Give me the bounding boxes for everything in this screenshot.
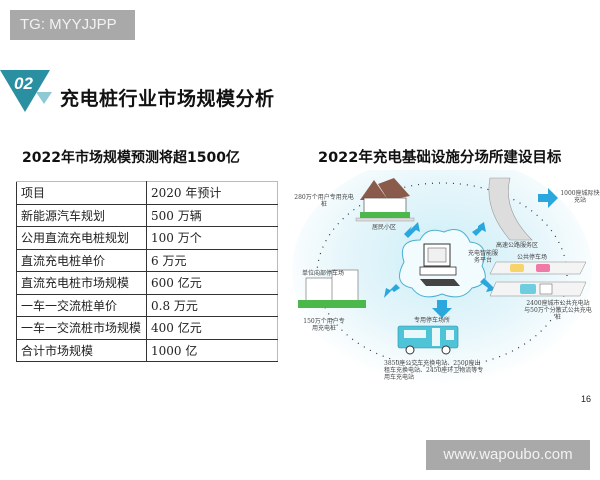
- label-public-parking: 公共停车场: [516, 254, 547, 261]
- section-number: 02: [14, 74, 33, 93]
- label-residential: 居民小区: [371, 224, 396, 231]
- house-icon: [355, 178, 415, 222]
- table-cell-item: 一车一交流桩单价: [16, 293, 147, 317]
- table-cell-value: 2020 年预计: [146, 181, 278, 205]
- table-cell-value: 600 亿元: [146, 271, 278, 295]
- label-office-parking: 单位内部停车场: [301, 270, 344, 277]
- table-cell-value: 400 亿元: [146, 316, 278, 340]
- section-triangle-icon: [0, 70, 52, 112]
- table-cell-value: 6 万元: [146, 248, 278, 272]
- watermark-bottom: www.wapoubo.com: [426, 440, 590, 470]
- table-cell-item: 合计市场规模: [16, 338, 147, 362]
- market-size-title: 2022年市场规模预测将超1500亿: [22, 150, 240, 166]
- label-highway: 高速公路服务区: [495, 242, 538, 249]
- label-residential-target: 280万个用户专用充电桩: [294, 194, 354, 208]
- table-cell-value: 500 万辆: [146, 203, 278, 227]
- table-cell-item: 直流充电桩单价: [16, 248, 147, 272]
- watermark-top: TG: MYYJJPP: [10, 10, 135, 40]
- table-cell-item: 直流充电桩市场规模: [16, 271, 147, 295]
- label-public-parking-target: 2400座城市公共充电站与50万个分散式公共充电桩: [524, 300, 592, 321]
- label-office-target: 150万个用户专用充电桩: [303, 318, 345, 332]
- infrastructure-title: 2022年充电基础设施分场所建设目标: [318, 150, 562, 166]
- label-dedicated-parking: 专用停车场所: [413, 317, 450, 324]
- table-cell-item: 一车一交流桩市场规模: [16, 316, 147, 340]
- page-title: 充电桩行业市场规模分析: [60, 88, 275, 110]
- table-cell-value: 1000 亿: [146, 338, 278, 362]
- label-dedicated-target: 3850座公交车充换电站、2500座出租车充换电站、2450座环卫物流等专用车充…: [384, 360, 484, 381]
- table-cell-value: 0.8 万元: [146, 293, 278, 317]
- table-cell-value: 100 万个: [146, 226, 278, 250]
- page-number: 16: [581, 394, 592, 404]
- table-cell-item: 公用直流充电桩规划: [16, 226, 147, 250]
- label-platform: 充电智能服务平台: [468, 250, 499, 264]
- infrastructure-diagram: 280万个用户专用充电桩 居民小区 1000座城际快充站 高速公路服务区 公共停…: [292, 170, 600, 395]
- table-cell-item: 项目: [16, 181, 147, 205]
- label-highway-target: 1000座城际快充站: [560, 190, 600, 204]
- table-cell-item: 新能源汽车规划: [16, 203, 147, 227]
